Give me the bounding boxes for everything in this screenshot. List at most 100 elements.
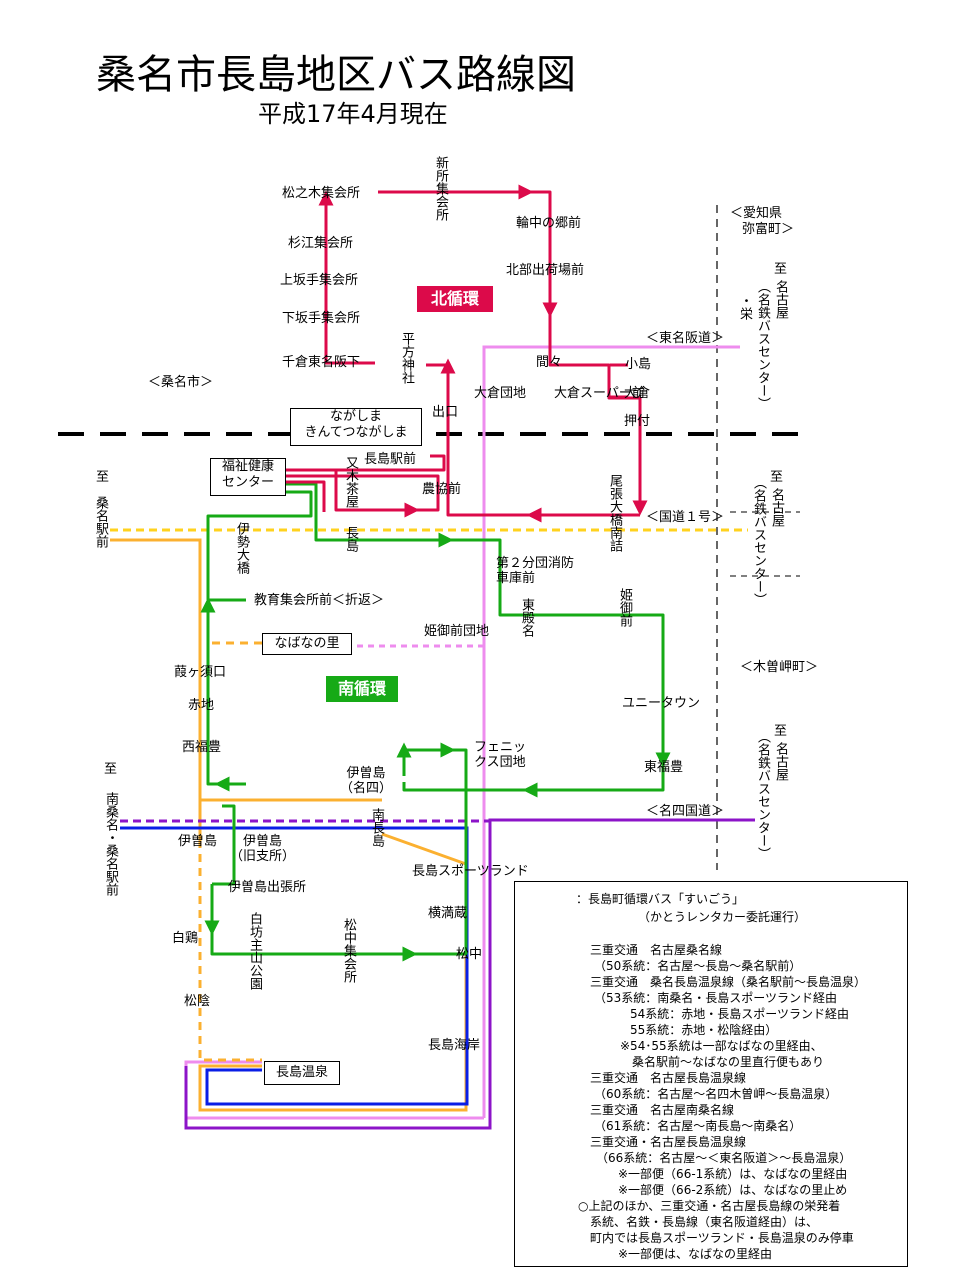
stop-matagichaya: 又木茶屋 bbox=[343, 456, 358, 508]
legend-l17: ※一部便（66-1系統）は、なばなの里経由 bbox=[618, 1167, 848, 1181]
legend-l1: ：長島町循環バス「すいごう」 bbox=[576, 892, 745, 906]
stop-matsukage: 松陰 bbox=[184, 994, 211, 1009]
label-meishi-road: ＜名四国道＞ bbox=[646, 804, 725, 819]
stop-isoshima-kyu: 伊曽島（旧支所） bbox=[230, 834, 296, 864]
stop-okura-super: 大倉スーパー前 bbox=[554, 386, 645, 401]
legend-l22: ※一部便は、なばなの里経由 bbox=[618, 1247, 773, 1261]
stop-phoenix: フェニックス団地 bbox=[474, 740, 527, 770]
dir-nagoya-low-to: 至 bbox=[774, 724, 788, 739]
fukushi-center-box: 福祉健康センター bbox=[210, 458, 286, 496]
stop-deguchi: 出口 bbox=[432, 405, 459, 420]
legend-l11: 三重交通 名古屋長島温泉線 bbox=[590, 1071, 747, 1085]
stop-okura: 大倉 bbox=[624, 386, 651, 401]
dir-nagoya-mid: 名古屋 bbox=[769, 488, 784, 527]
stop-isoshima: 伊曽島 bbox=[178, 834, 218, 849]
label-yatomi: 弥富町＞ bbox=[742, 222, 795, 237]
legend-l20: 系統、名鉄・長島線（東名阪道経由）は、 bbox=[590, 1215, 819, 1229]
route-purple-60-61 bbox=[120, 818, 755, 1130]
label-tomei-road: ＜東名阪道＞ bbox=[646, 331, 725, 346]
stop-shirabo: 白坊主山公園 bbox=[247, 912, 262, 990]
label-kisosaki: ＜木曽岬町＞ bbox=[740, 660, 819, 675]
legend-l2: （かとうレンタカー委託運行） bbox=[638, 910, 807, 924]
stop-shirasagi: 白鶏 bbox=[172, 931, 199, 946]
dir-nagoya-top-to: 至 bbox=[774, 262, 788, 277]
legend-l8: 55系統：赤地・松陰経由） bbox=[630, 1023, 778, 1037]
dir-kuwana-station: 桑名駅前 bbox=[93, 496, 108, 548]
stop-kazugasu: 葭ヶ須口 bbox=[174, 665, 227, 680]
stop-higashifukuyo: 東福豊 bbox=[644, 760, 684, 775]
dir-nagoya-top-sakae: ・栄 bbox=[737, 294, 752, 320]
stop-nishifukuyo: 西福豊 bbox=[182, 740, 222, 755]
nagashima-kintetsu-box: ながしまきんてつながしま bbox=[290, 408, 422, 446]
stop-himemiya: 姫御前 bbox=[617, 588, 632, 627]
legend-l15: 三重交通・名古屋長島温泉線 bbox=[590, 1135, 747, 1149]
stop-kyoiku: 教育集会所前＜折返＞ bbox=[254, 593, 385, 608]
red-okura-branch bbox=[610, 363, 628, 399]
dir-nagoya-low-center: （名鉄バスセンター） bbox=[755, 730, 770, 860]
legend-l21: 町内では長島スポーツランド・長島温泉のみ停車 bbox=[590, 1231, 854, 1245]
stop-hokubu: 北部出荷場前 bbox=[506, 263, 585, 278]
stop-chikura: 千倉東名阪下 bbox=[282, 355, 361, 370]
legend-l6: （53系統：南桑名・長島スポーツランド経由 bbox=[594, 991, 838, 1005]
stop-ise-ohashi: 伊勢大橋 bbox=[234, 522, 249, 574]
stop-sugie: 杉江集会所 bbox=[288, 236, 354, 251]
stop-shobo: 第２分団消防車庫前 bbox=[496, 556, 575, 586]
legend-l19: ○上記のほか、三重交通・名古屋長島線の栄発着 bbox=[578, 1199, 841, 1213]
dir-nagoya-low: 名古屋 bbox=[773, 742, 788, 781]
kita-loop-badge: 北循環 bbox=[417, 286, 493, 312]
stop-oshitsuke: 押付 bbox=[624, 414, 651, 429]
legend-l13: 三重交通 名古屋南桑名線 bbox=[590, 1103, 735, 1117]
stop-matsunaka-shukai: 松中集会所 bbox=[341, 918, 356, 983]
nagashima-onsen-box: 長島温泉 bbox=[264, 1061, 340, 1085]
page-subtitle: 平成17年4月現在 bbox=[258, 100, 448, 128]
stop-kamisaka: 上坂手集会所 bbox=[280, 273, 359, 288]
stop-nagashima: 長島 bbox=[343, 526, 358, 552]
legend-l12: （60系統：名古屋～名四木曽岬～長島温泉） bbox=[594, 1087, 838, 1101]
legend-l10: 桑名駅前～なばなの里直行便もあり bbox=[632, 1055, 825, 1069]
page-title: 桑名市長島地区バス路線図 bbox=[96, 52, 576, 98]
stop-sportsland: 長島スポーツランド bbox=[412, 864, 529, 879]
stop-yokomitsu: 横満蔵 bbox=[428, 906, 468, 921]
stop-unitown: ユニータウン bbox=[622, 696, 701, 711]
stop-matsunaka: 松中 bbox=[456, 947, 483, 962]
legend-l18: ※一部便（66-2系統）は、なばなの里止め bbox=[618, 1183, 848, 1197]
stop-shimosaka: 下坂手集会所 bbox=[282, 311, 361, 326]
legend-l16: （66系統：名古屋～＜東名阪道＞～長島温泉） bbox=[596, 1151, 852, 1165]
stop-isoshima-meishi: 伊曽島（名四） bbox=[340, 766, 393, 796]
stop-nagashima-eki: 長島駅前 bbox=[364, 452, 417, 467]
stop-isoshima-shuccho: 伊曽島出張所 bbox=[228, 880, 307, 895]
stop-minami-nagashima: 南長島 bbox=[369, 808, 384, 847]
legend bbox=[514, 881, 908, 1267]
stop-okura-danchi-1: 大倉団地 bbox=[474, 386, 527, 401]
route-blue-53 bbox=[120, 826, 469, 1106]
green-arrows bbox=[200, 532, 671, 962]
stop-higashi-tonomyo: 東殿名 bbox=[519, 598, 534, 637]
red-arrows bbox=[318, 184, 648, 523]
nabana-box: なばなの里 bbox=[262, 633, 352, 655]
label-kuwana-city: ＜桑名市＞ bbox=[148, 375, 214, 390]
legend-l9: ※54･55系統は一部なばなの里経由、 bbox=[620, 1039, 823, 1053]
stop-owari-ohashi: 尾張大橋南詰 bbox=[607, 474, 622, 552]
dir-minamikuwana: 南桑名・桑名駅前 bbox=[103, 792, 118, 896]
stop-himemiya-danchi: 姫御前団地 bbox=[424, 624, 490, 639]
stop-mama: 間々 bbox=[536, 355, 563, 370]
stop-nokyo: 農協前 bbox=[422, 482, 462, 497]
label-aichi: ＜愛知県 bbox=[730, 206, 783, 221]
dir-kuwana-to: 至 bbox=[96, 470, 110, 485]
dir-nagoya-mid-to: 至 bbox=[770, 470, 784, 485]
dir-nagoya-top-center: （名鉄バスセンター） bbox=[755, 280, 770, 410]
legend-l3: 三重交通 名古屋桑名線 bbox=[590, 943, 723, 957]
stop-matsunoki: 松之木集会所 bbox=[282, 186, 361, 201]
dir-nagoya-top: 名古屋 bbox=[773, 280, 788, 319]
legend-l7: 54系統：赤地・長島スポーツランド経由 bbox=[630, 1007, 850, 1021]
legend-l14: （61系統：名古屋～南長島～南桑名） bbox=[594, 1119, 802, 1133]
legend-l5: 三重交通 桑名長島温泉線（桑名駅前～長島温泉） bbox=[590, 975, 867, 989]
stop-wanaka: 輪中の郷前 bbox=[516, 216, 582, 231]
route-orange-53-55 bbox=[110, 538, 468, 1112]
label-route1: ＜国道１号＞ bbox=[646, 510, 725, 525]
route-red-north bbox=[282, 190, 642, 517]
legend-l4: （50系統：名古屋～長島～桑名駅前） bbox=[594, 959, 802, 973]
stop-nagashima-kaigan: 長島海岸 bbox=[428, 1038, 481, 1053]
